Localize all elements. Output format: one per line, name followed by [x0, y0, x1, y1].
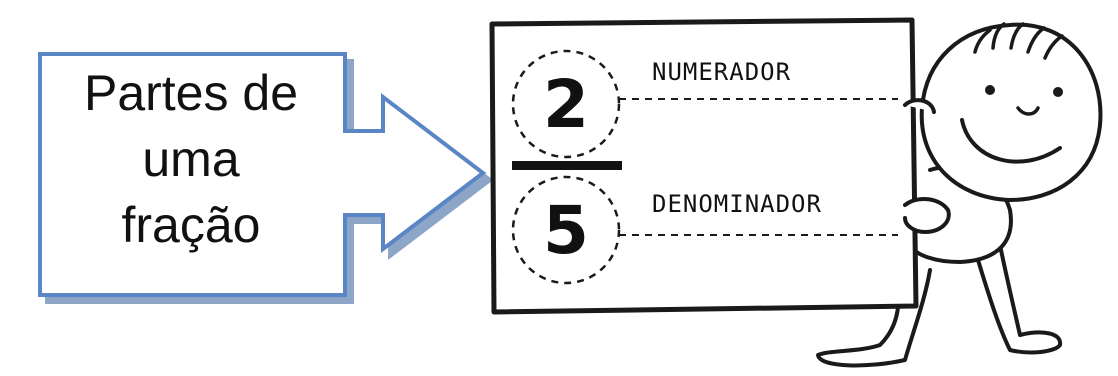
character-hands: [903, 98, 951, 234]
character-smile: [960, 118, 1062, 164]
character-head: [919, 22, 1103, 203]
numerator-label: NUMERADOR: [652, 58, 791, 86]
character-eye-left: [985, 85, 995, 95]
character-legs: [816, 243, 1063, 368]
numerator-value: 2: [543, 66, 589, 143]
denominator-label: DENOMINADOR: [652, 190, 822, 218]
callout-line-1: Partes de: [83, 65, 298, 121]
denominator-circle: [511, 175, 621, 285]
numerator-circle: [511, 49, 621, 159]
callout-text: Partes de uma fração: [46, 60, 336, 258]
callout-line-2: uma: [142, 131, 240, 187]
callout-arrow-box: [38, 52, 487, 297]
denominator-value: 5: [543, 192, 589, 269]
character-eye-right: [1053, 87, 1063, 97]
character-nose: [1016, 106, 1040, 116]
fraction-bar: [512, 161, 622, 170]
callout-line-3: fração: [121, 197, 261, 253]
sign-board: [489, 17, 919, 315]
